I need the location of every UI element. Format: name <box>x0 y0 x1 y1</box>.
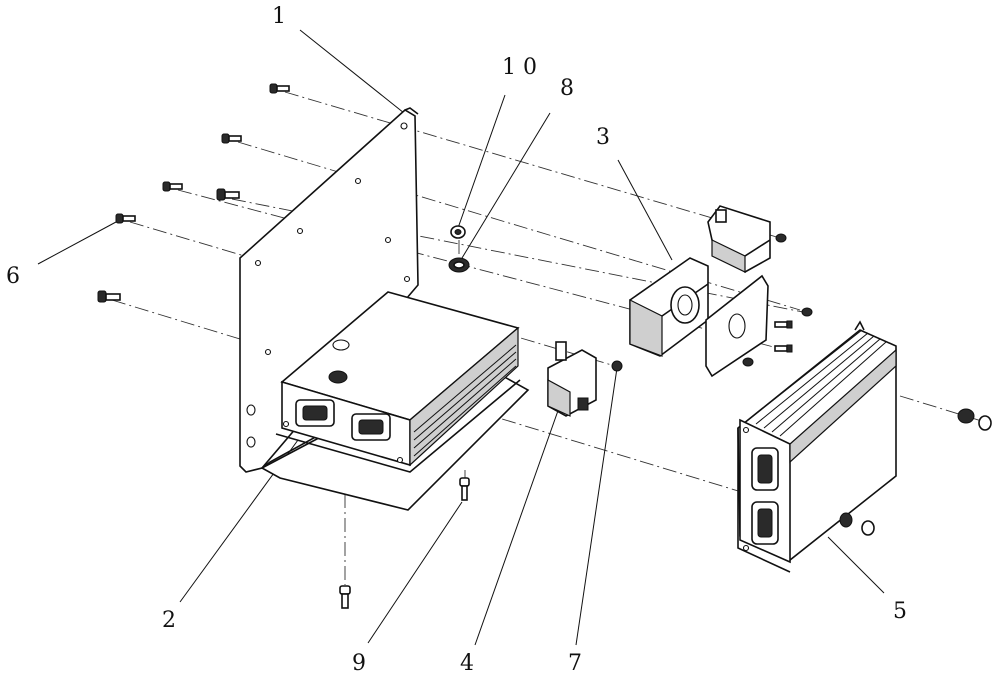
callout-9: 9 <box>352 651 366 676</box>
callout-1: 1 <box>272 4 286 29</box>
callout-2: 2 <box>162 608 176 633</box>
callout-4: 4 <box>460 651 474 676</box>
switch-assembly <box>629 257 813 378</box>
small-nut <box>611 360 623 372</box>
callout-6: 6 <box>6 264 20 289</box>
control-module <box>275 291 521 473</box>
second-module <box>737 320 992 573</box>
callout-8: 8 <box>560 76 574 101</box>
callout-7: 7 <box>568 651 582 676</box>
nut-and-grommet <box>448 225 470 273</box>
callout-10: 1 0 <box>502 55 537 80</box>
callout-3: 3 <box>596 125 610 150</box>
callout-5: 5 <box>893 599 907 624</box>
relay <box>707 205 787 273</box>
screws <box>97 83 470 609</box>
connector-relay <box>547 341 597 417</box>
